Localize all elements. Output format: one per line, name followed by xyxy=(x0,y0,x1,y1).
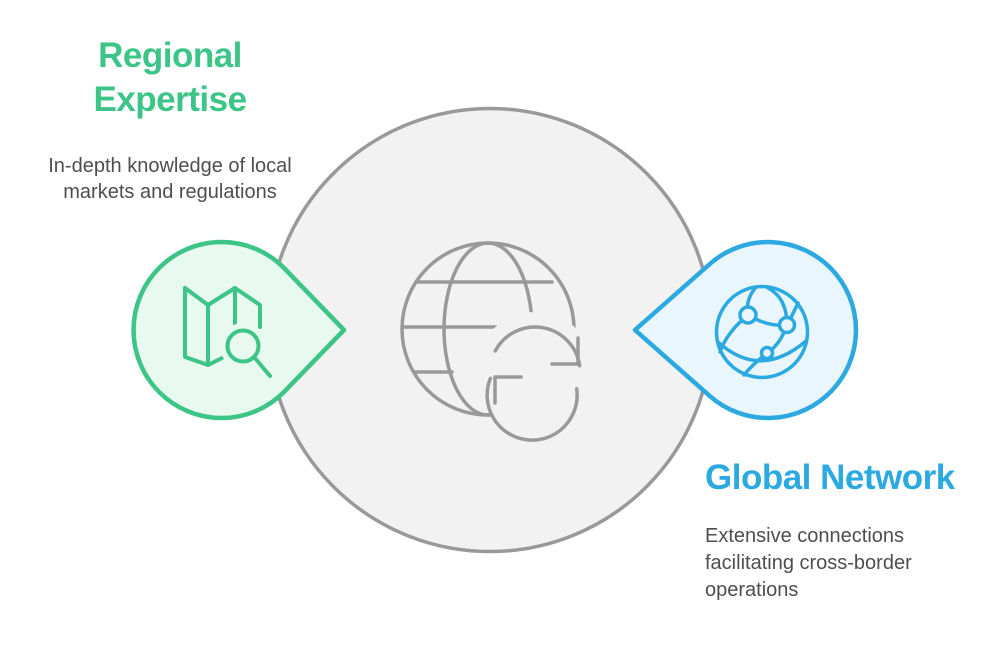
sync-arrows-icon xyxy=(485,325,582,442)
network-globe-icon xyxy=(714,284,810,380)
regional-expertise-pin xyxy=(131,239,347,421)
global-network-pin xyxy=(632,239,859,421)
network-nodes xyxy=(738,305,797,361)
folded-map xyxy=(183,286,262,367)
global-network-title: Global Network xyxy=(705,458,955,497)
regional-expertise-title: Regional Expertise xyxy=(93,36,247,119)
regional-expertise-description: In-depth knowledge of local markets and … xyxy=(48,155,292,203)
magnifier-icon xyxy=(225,328,272,378)
globe-sync-icon xyxy=(400,241,595,442)
sync-icon-backdrop xyxy=(475,312,595,432)
blue-pin-shape xyxy=(632,239,859,421)
map-search-icon xyxy=(183,286,272,378)
global-network-description: Extensive connections facilitating cross… xyxy=(705,525,912,601)
